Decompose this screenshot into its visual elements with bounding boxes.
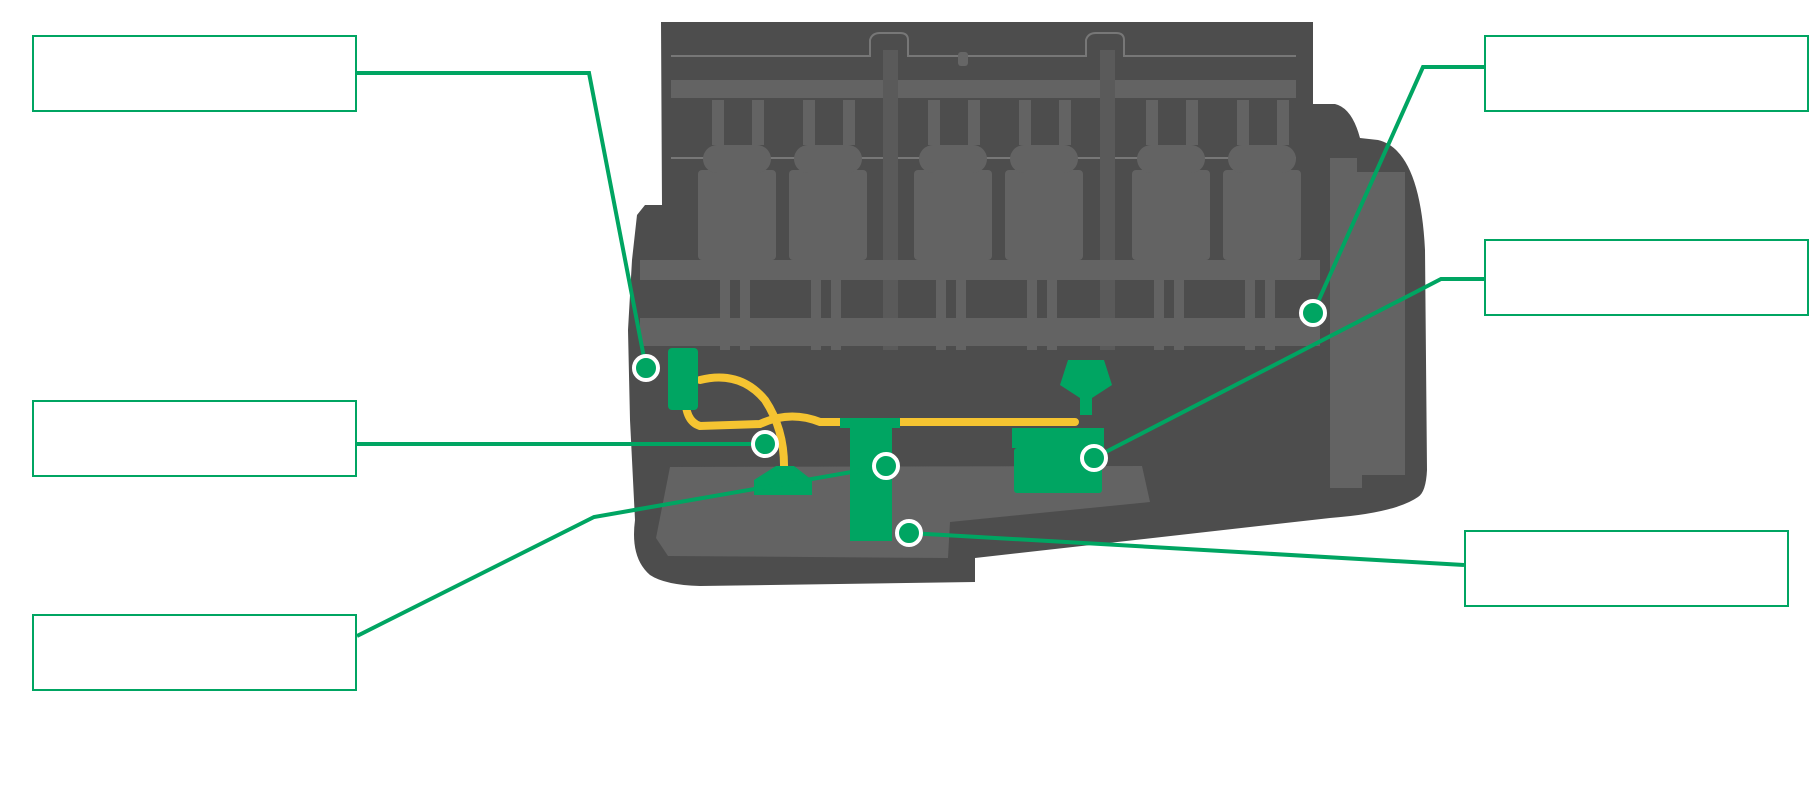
label-box-left-2[interactable] bbox=[32, 400, 357, 477]
marker-right-3[interactable] bbox=[897, 521, 921, 545]
label-box-left-1[interactable] bbox=[32, 35, 357, 112]
marker-left-2[interactable] bbox=[753, 432, 777, 456]
marker-left-3[interactable] bbox=[874, 454, 898, 478]
label-box-right-2[interactable] bbox=[1484, 239, 1809, 316]
marker-left-1[interactable] bbox=[634, 356, 658, 380]
oil-pump bbox=[668, 348, 698, 410]
label-box-right-3[interactable] bbox=[1464, 530, 1789, 607]
marker-right-1[interactable] bbox=[1301, 301, 1325, 325]
leader-line-left-1 bbox=[357, 73, 646, 368]
marker-right-2[interactable] bbox=[1082, 446, 1106, 470]
label-box-left-3[interactable] bbox=[32, 614, 357, 691]
label-box-right-1[interactable] bbox=[1484, 35, 1809, 112]
